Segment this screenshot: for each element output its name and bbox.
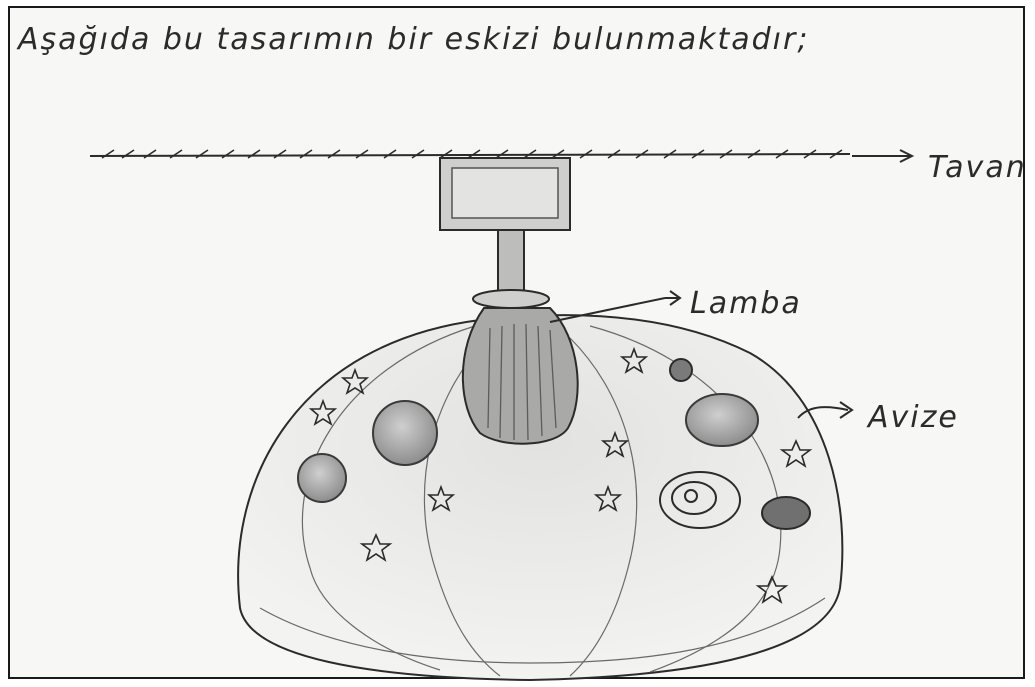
ceiling-label: Tavan [928, 150, 1027, 185]
lamp-label: Lamba [690, 286, 802, 321]
sketch-frame: Aşağıda bu tasarımın bir eskizi bulunmak… [8, 6, 1025, 679]
ceiling-mount [440, 158, 570, 308]
chandelier-sketch [10, 8, 1027, 681]
chandelier-label: Avize [868, 400, 959, 435]
